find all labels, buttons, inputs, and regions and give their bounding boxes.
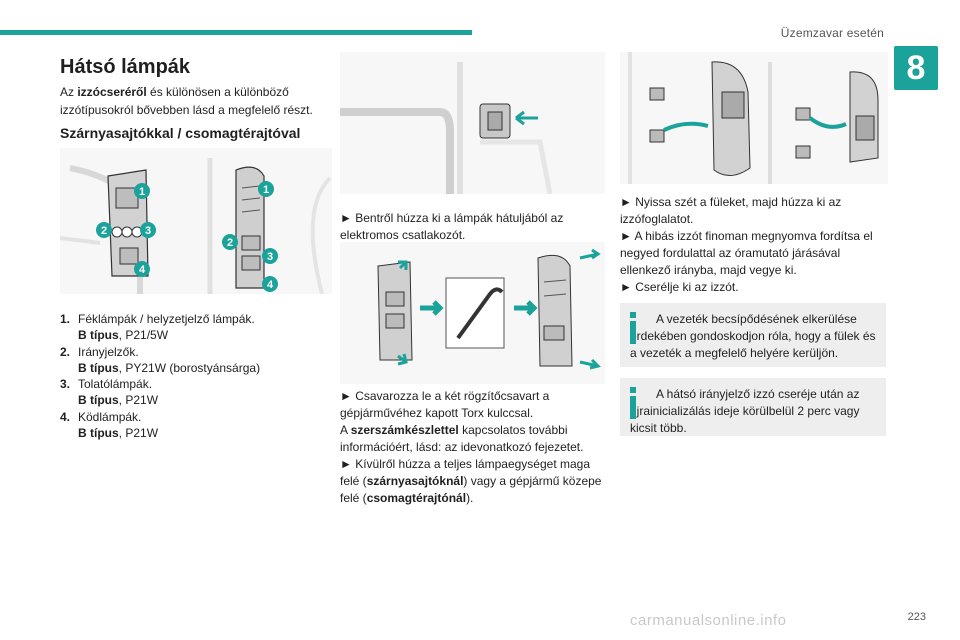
legend-item: 4.Ködlámpák.B típus, P21W	[60, 409, 159, 441]
step-disconnect-connector: ► Bentről húzza ki a lámpák hátuljából a…	[340, 211, 564, 242]
header-accent-bar	[0, 30, 472, 35]
svg-text:4: 4	[267, 279, 274, 291]
arrow-icon	[397, 353, 408, 366]
callout-badge-3-right: 3	[262, 248, 278, 264]
svg-text:2: 2	[227, 237, 233, 249]
info-icon	[630, 387, 636, 419]
callout-badge-1-right: 1	[258, 181, 274, 197]
svg-text:1: 1	[263, 184, 269, 196]
arrow-icon	[579, 358, 601, 370]
callout-badge-1-left: 1	[134, 183, 150, 199]
page-title: Hátsó lámpák	[60, 56, 191, 78]
bulb-holder-illustration	[628, 52, 879, 184]
tool-kit-reference: A szerszámkészlettel kapcsolatos további…	[340, 423, 584, 454]
arrow-icon	[579, 248, 601, 260]
arrow-icon	[514, 300, 538, 316]
callout-badge-4-left: 4	[134, 261, 150, 277]
section-title: Üzemzavar esetén	[780, 26, 884, 40]
arrow-icon	[663, 121, 709, 132]
connector-figure	[340, 52, 605, 195]
arrow-icon	[398, 260, 408, 270]
lamp-legend-list: 1.Féklámpák / helyzetjelző lámpák.B típu…	[60, 311, 330, 441]
watermark: carmanualsonline.info	[630, 612, 787, 629]
arrow-icon	[515, 110, 538, 126]
arrow-icon	[420, 300, 444, 316]
svg-text:3: 3	[145, 225, 151, 237]
torx-key-icon	[456, 287, 504, 340]
callout-badge-2-right: 2	[222, 234, 238, 250]
step-turn-bulb: ► A hibás izzót finoman megnyomva fordít…	[620, 229, 873, 277]
torx-screw-figure	[340, 242, 605, 384]
legend-item: 1.Féklámpák / helyzetjelző lámpák.B típu…	[60, 312, 255, 343]
legend-item: 2.Irányjelzők.B típus, PY21W (borostyáns…	[60, 344, 261, 375]
section-subtitle: Szárnyasajtókkal / csomagtérajtóval	[60, 125, 301, 141]
info-note-wiring: A vezeték becsípődésének elkerülése érde…	[620, 303, 886, 367]
bulb-holder-figure	[620, 52, 888, 184]
callout-badge-4-right: 4	[262, 276, 278, 292]
page-number: 223	[907, 611, 926, 623]
info-note-reinit: A hátsó irányjelző izzó cseréje után az …	[620, 378, 886, 436]
torx-screw-illustration	[377, 248, 601, 370]
callout-badge-3-left: 3	[140, 222, 156, 238]
intro-paragraph: Az izzócseréről és különösen a különböző…	[60, 85, 313, 117]
step-unscrew: ► Csavarozza le a két rögzítőcsavart a g…	[340, 389, 550, 420]
svg-text:4: 4	[139, 264, 146, 276]
connector-illustration	[340, 62, 553, 195]
arrow-icon	[808, 116, 847, 129]
step-open-tabs: ► Nyissa szét a füleket, majd húzza ki a…	[620, 195, 842, 226]
step-replace-bulb: ► Cserélje ki az izzót.	[620, 280, 739, 294]
chapter-number-badge: 8	[894, 46, 938, 90]
rear-lamps-figure: 1 2 3 4 1 2 3 4	[59, 148, 332, 295]
legend-item: 3.Tolatólámpák.B típus, P21W	[60, 377, 159, 408]
svg-text:1: 1	[139, 186, 145, 198]
step-remove-lamp-unit: ► Kívülről húzza a teljes lámpaegységet …	[340, 457, 602, 505]
svg-text:3: 3	[267, 251, 273, 263]
rear-lamps-illustration: 1 2 3 4 1 2 3 4	[59, 158, 332, 295]
info-icon	[630, 312, 636, 344]
svg-text:2: 2	[101, 225, 107, 237]
callout-badge-2-left: 2	[96, 222, 112, 238]
